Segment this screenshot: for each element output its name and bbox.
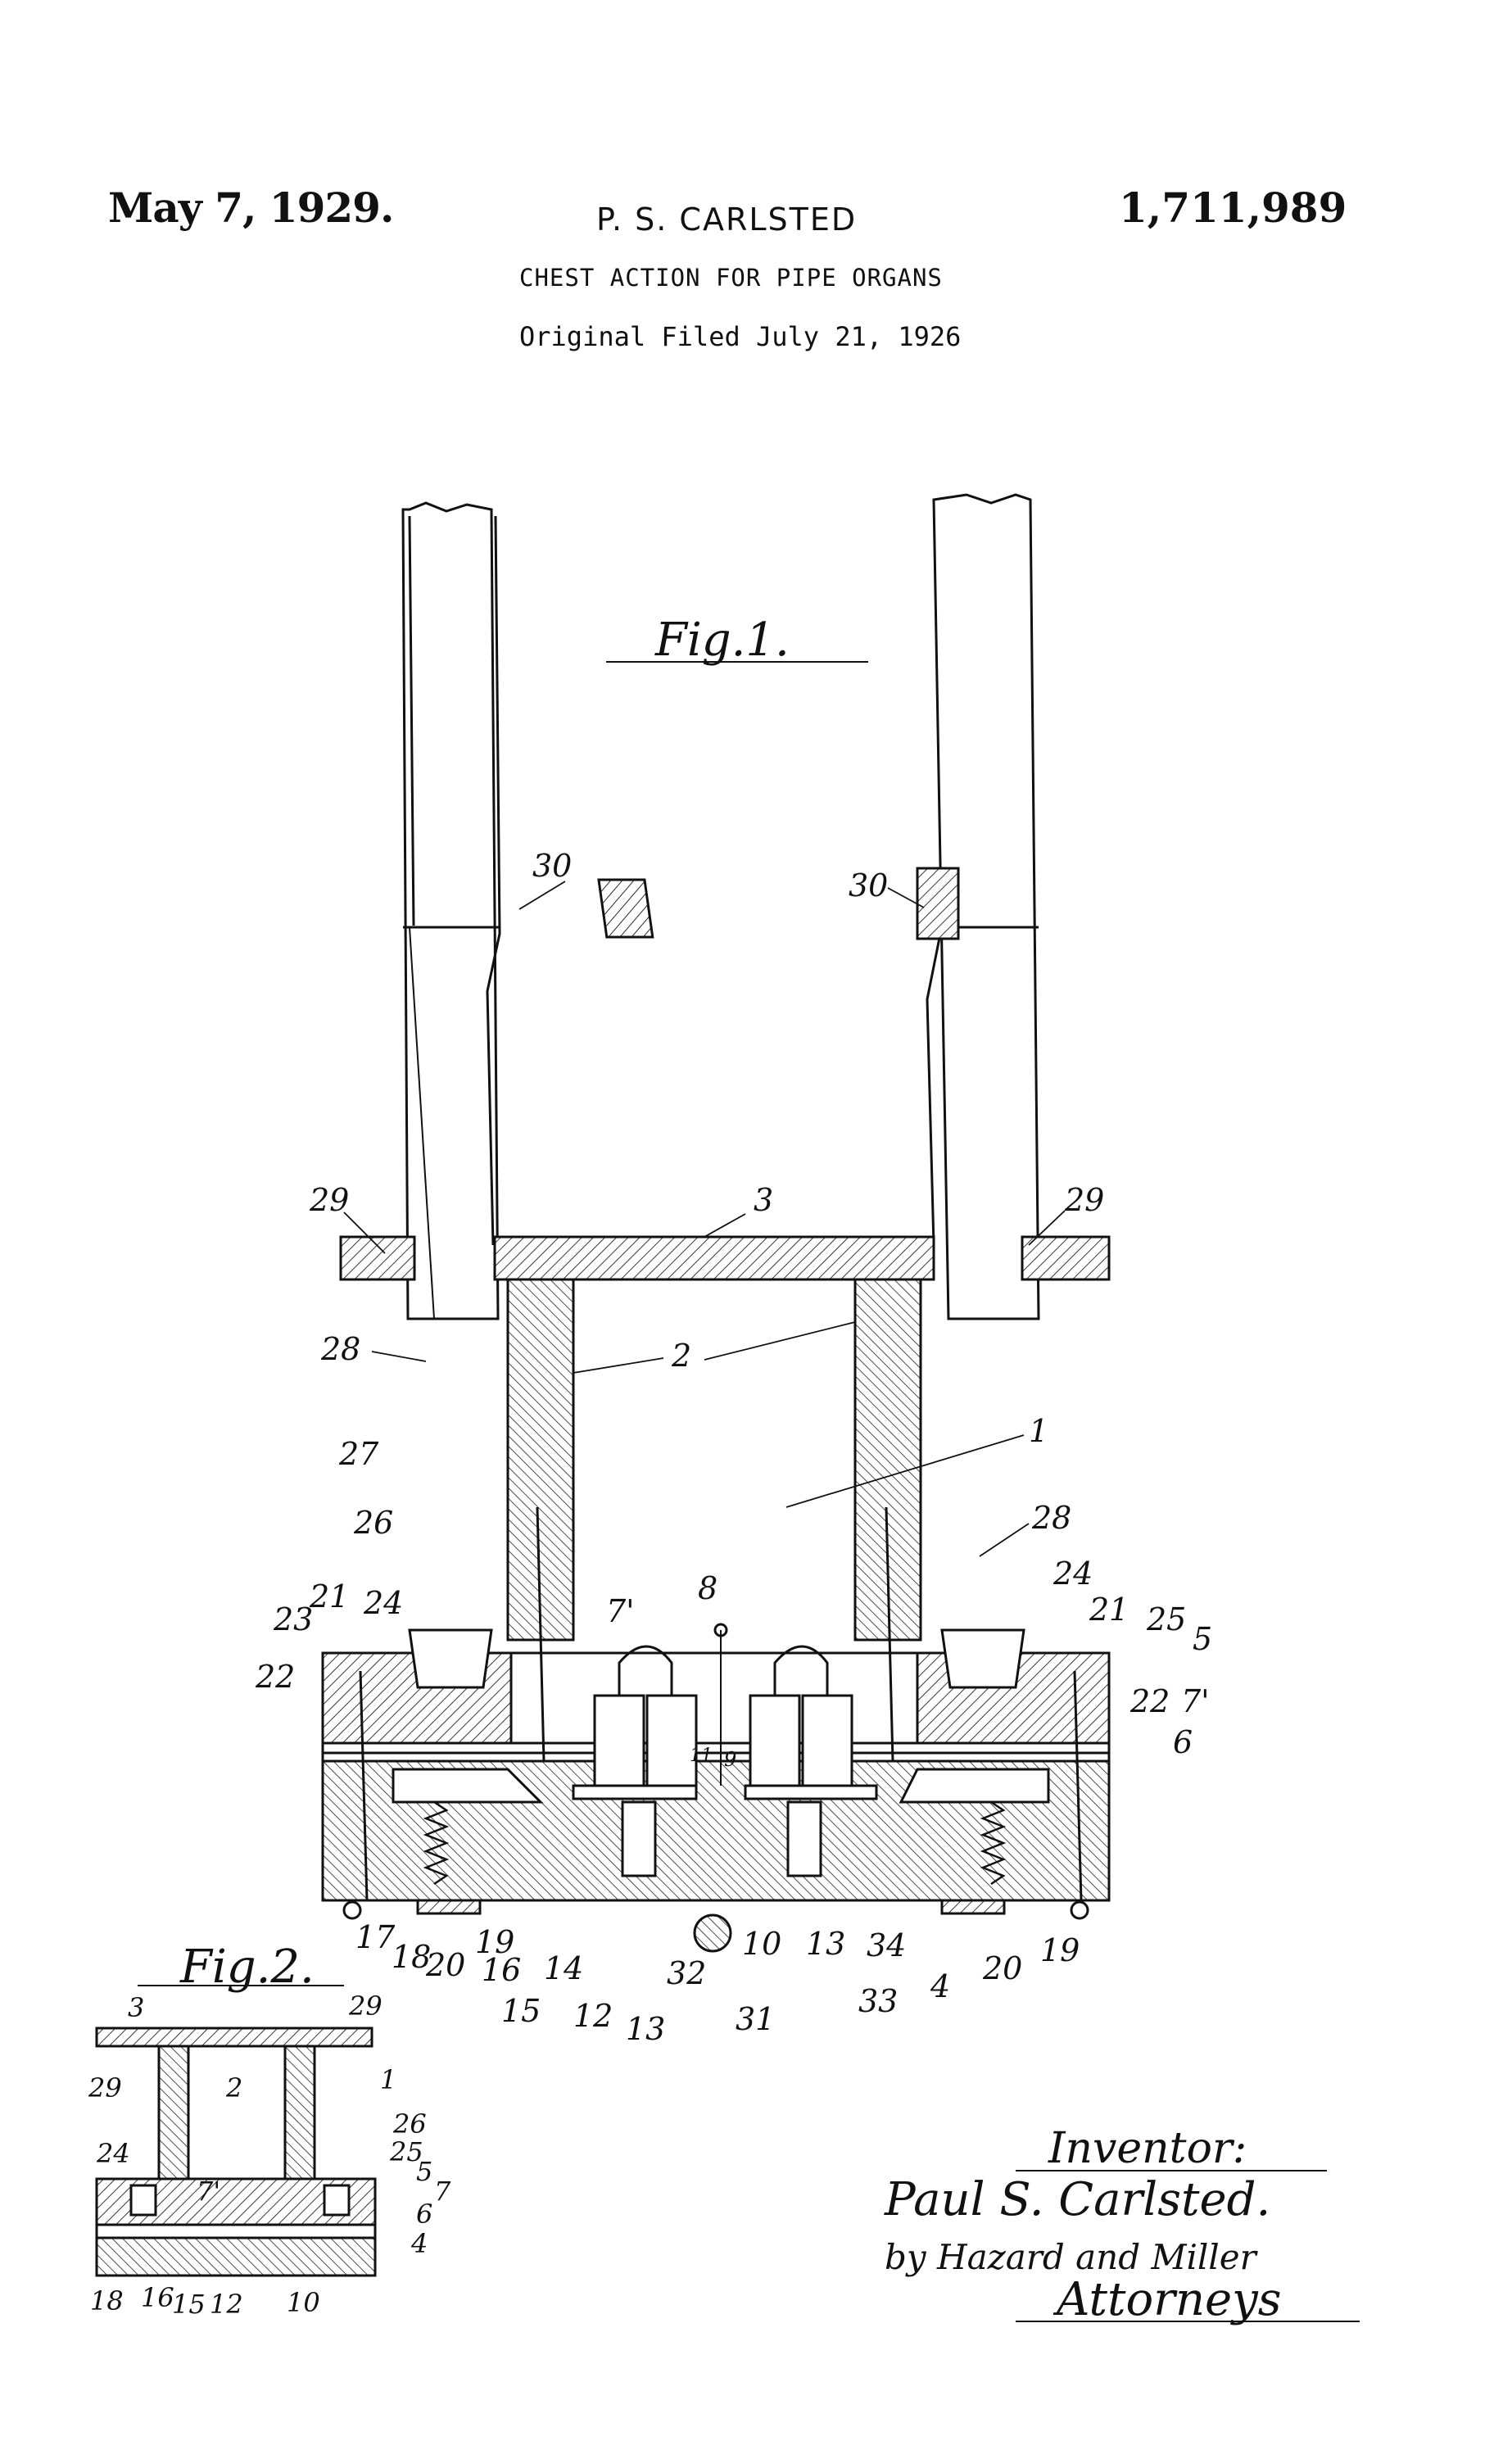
patent-title: CHEST ACTION FOR PIPE ORGANS [519, 264, 943, 292]
fig1-ref-8: 8 [698, 1570, 718, 1606]
fig1-ref-11: 11 [690, 1746, 713, 1766]
fig1-ref-19a: 19 [475, 1924, 514, 1960]
fig2-ref-1: 1 [380, 2064, 396, 2095]
fig2-ref-29a: 29 [348, 1990, 383, 2022]
fig1-ref-9: 9 [724, 1748, 736, 1771]
fig1-ref-7p-a: 7' [606, 1593, 635, 1629]
fig1-ref-13b: 13 [806, 1926, 845, 1962]
fig1-ref-18: 18 [392, 1939, 431, 1975]
fig2-ref-2: 2 [225, 2072, 242, 2104]
fig1-ref-21b: 21 [1089, 1592, 1129, 1628]
fig1-ref-30a: 30 [532, 848, 572, 884]
fig2-ref-16: 16 [141, 2282, 174, 2313]
fig1-ref-33: 33 [858, 1983, 898, 2019]
fig1-ref-19b: 19 [1040, 1932, 1080, 1968]
fig2-ref-18: 18 [90, 2285, 124, 2316]
fig2-reference-numerals: 3 29 29 2 1 26 24 25 5 7' 7 6 4 18 16 15… [88, 1990, 451, 2320]
fig1-ref-6: 6 [1173, 1724, 1193, 1760]
fig1-label: Fig.1. [654, 614, 790, 667]
fig1-ref-22b: 22 [1129, 1683, 1170, 1719]
fig2-ref-25: 25 [389, 2136, 423, 2167]
fig1-reference-numerals: 30 30 29 3 29 28 2 1 28 27 26 21 24 23 2… [255, 848, 1212, 2047]
fig1-ref-26: 26 [353, 1505, 393, 1541]
fig2-ref-6: 6 [416, 2199, 432, 2230]
fig1-ref-25: 25 [1146, 1601, 1186, 1637]
fig2-ref-26: 26 [392, 2108, 427, 2140]
filing-date: Original Filed July 21, 1926 [519, 321, 962, 352]
fig2-ref-7p: 7' [197, 2176, 220, 2207]
fig1-ref-28a: 28 [320, 1331, 360, 1367]
fig2-ref-10: 10 [287, 2287, 320, 2318]
fig1-leader-lines [343, 881, 1066, 1557]
fig1-ref-16: 16 [482, 1952, 521, 1988]
fig1-ref-32: 32 [667, 1955, 706, 1991]
fig1-ref-3: 3 [754, 1182, 773, 1218]
fig2-ref-4: 4 [410, 2228, 428, 2259]
fig1-ref-23: 23 [273, 1601, 313, 1637]
fig2-ref-7: 7 [434, 2176, 451, 2207]
fig1-ref-21a: 21 [309, 1578, 349, 1614]
signature-block: Inventor: Paul S. Carlsted. by Hazard an… [884, 2124, 1360, 2326]
fig2-ref-3: 3 [128, 1992, 144, 2023]
fig1-ref-17: 17 [355, 1919, 396, 1955]
fig1-ref-31: 31 [736, 2001, 775, 2037]
fig1-ref-20b: 20 [982, 1950, 1022, 1986]
attorney-signature: by Hazard and Miller [885, 2237, 1259, 2277]
fig1-ref-15: 15 [501, 1993, 541, 2029]
fig1-ref-2: 2 [671, 1338, 691, 1374]
fig2-ref-24: 24 [96, 2138, 130, 2169]
figure-2: Fig.2. [95, 1941, 377, 2277]
fig1-ref-29a: 29 [309, 1182, 349, 1218]
inventor-signature: Paul S. Carlsted. [884, 2173, 1270, 2226]
fig1-ref-24b: 24 [1053, 1556, 1093, 1592]
inventor-heading: Inventor: [1048, 2124, 1247, 2173]
fig1-ref-14: 14 [544, 1950, 583, 1986]
fig1-ref-24a: 24 [363, 1585, 403, 1621]
fig1-ref-12: 12 [573, 1998, 613, 2034]
fig1-ref-1: 1 [1029, 1413, 1048, 1449]
figure-1: Fig.1. [321, 493, 1111, 1953]
fig2-ref-12: 12 [210, 2289, 243, 2320]
patent-date: May 7, 1929. [108, 183, 394, 232]
fig2-ref-15: 15 [172, 2289, 206, 2320]
fig1-ref-5: 5 [1193, 1621, 1212, 1657]
inventor-name: P. S. CARLSTED [596, 202, 858, 238]
fig1-ref-29b: 29 [1064, 1182, 1104, 1218]
fig1-ref-13a: 13 [626, 2011, 665, 2047]
fig1-ref-22a: 22 [255, 1659, 295, 1695]
fig1-ref-30b: 30 [849, 867, 888, 903]
fig1-ref-34: 34 [867, 1927, 906, 1963]
fig2-ref-5: 5 [416, 2156, 432, 2187]
fig1-ref-20a: 20 [425, 1947, 465, 1983]
attorneys-label: Attorneys [1053, 2273, 1282, 2326]
fig1-ref-7p-b: 7' [1181, 1683, 1210, 1719]
fig1-ref-10: 10 [742, 1926, 781, 1962]
fig1-ref-28b: 28 [1031, 1500, 1071, 1536]
fig1-ref-27: 27 [338, 1436, 379, 1472]
patent-number: 1,711,989 [1119, 183, 1347, 232]
fig2-ref-29b: 29 [88, 2072, 122, 2104]
fig1-ref-4: 4 [930, 1968, 950, 2004]
